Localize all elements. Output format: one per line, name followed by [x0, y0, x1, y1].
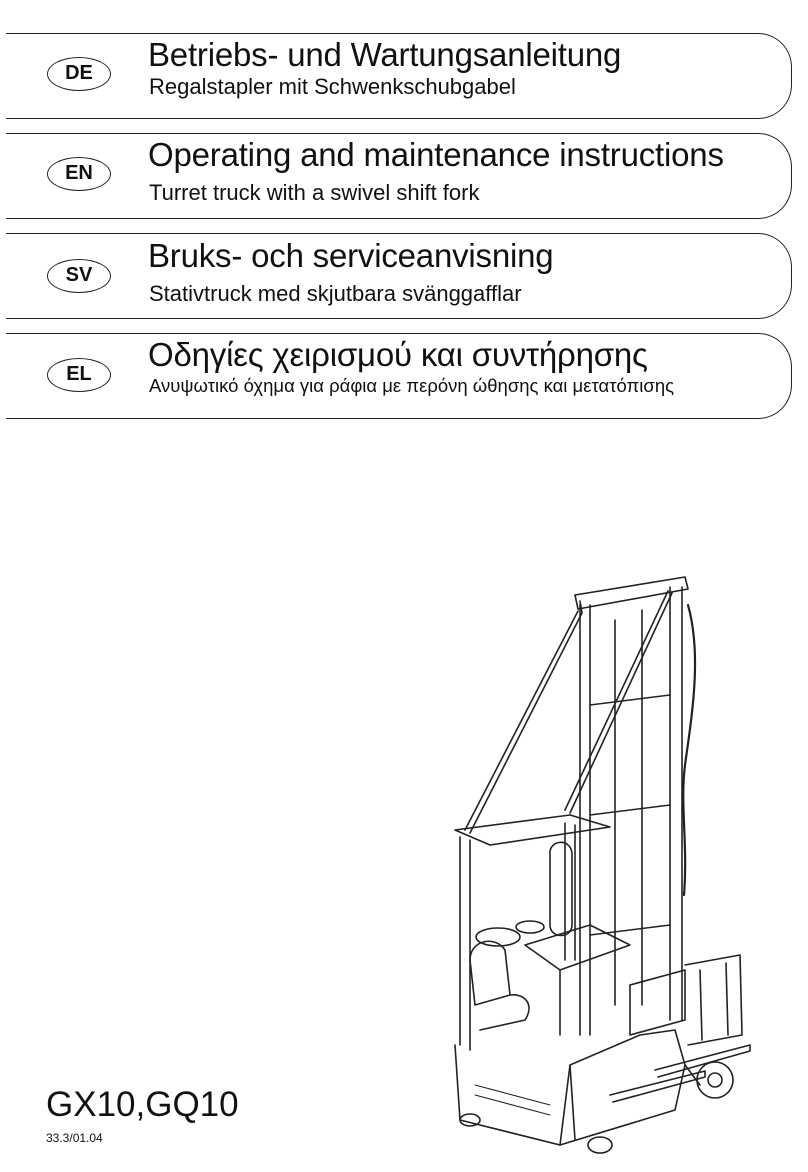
section-title-sv: Bruks- och serviceanvisning: [148, 237, 554, 274]
section-subtitle-en: Turret truck with a swivel shift fork: [149, 180, 480, 205]
section-title-en: Operating and maintenance instructions: [148, 136, 724, 173]
language-badge-sv: SV: [47, 259, 111, 293]
section-band-el: [6, 333, 792, 419]
document-number: 33.3/01.04: [46, 1131, 103, 1145]
section-title-de: Betriebs- und Wartungsanleitung: [148, 36, 622, 73]
section-band-en: [6, 133, 792, 219]
section-band-sv: [6, 233, 792, 319]
turret-truck-illustration-icon: [454, 576, 751, 1154]
section-subtitle-sv: Stativtruck med skjutbara svänggafflar: [149, 281, 522, 306]
section-subtitle-de: Regalstapler mit Schwenkschubgabel: [149, 74, 516, 99]
section-subtitle-el: Ανυψωτικό όχημα για ράφια με περόνη ώθησ…: [149, 375, 675, 396]
model-number: GX10,GQ10: [46, 1085, 239, 1124]
language-badge-el: EL: [47, 358, 111, 392]
section-title-el: Οδηγίες χειρισμού και συντήρησης: [148, 336, 648, 373]
section-band-de: [6, 33, 792, 119]
language-badge-en: EN: [47, 157, 111, 191]
language-badge-de: DE: [47, 57, 111, 91]
